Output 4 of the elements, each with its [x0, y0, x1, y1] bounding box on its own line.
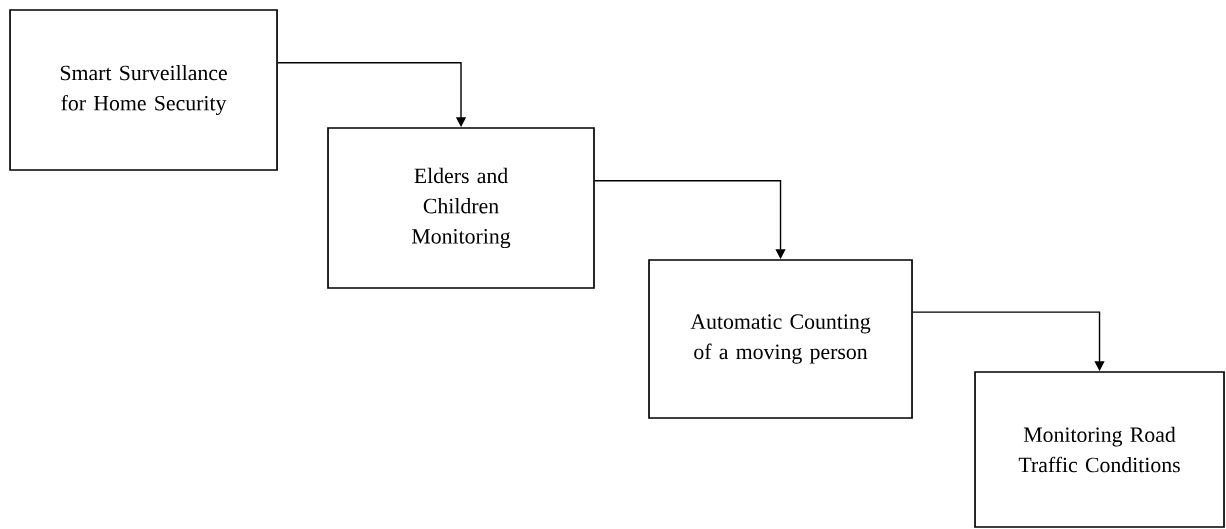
process-box: Elders and Children Monitoring: [327, 127, 595, 289]
process-box: Monitoring Road Traffic Conditions: [974, 371, 1225, 528]
process-box: Smart Surveillance for Home Security: [9, 9, 278, 171]
process-box: Automatic Counting of a moving person: [648, 259, 913, 419]
